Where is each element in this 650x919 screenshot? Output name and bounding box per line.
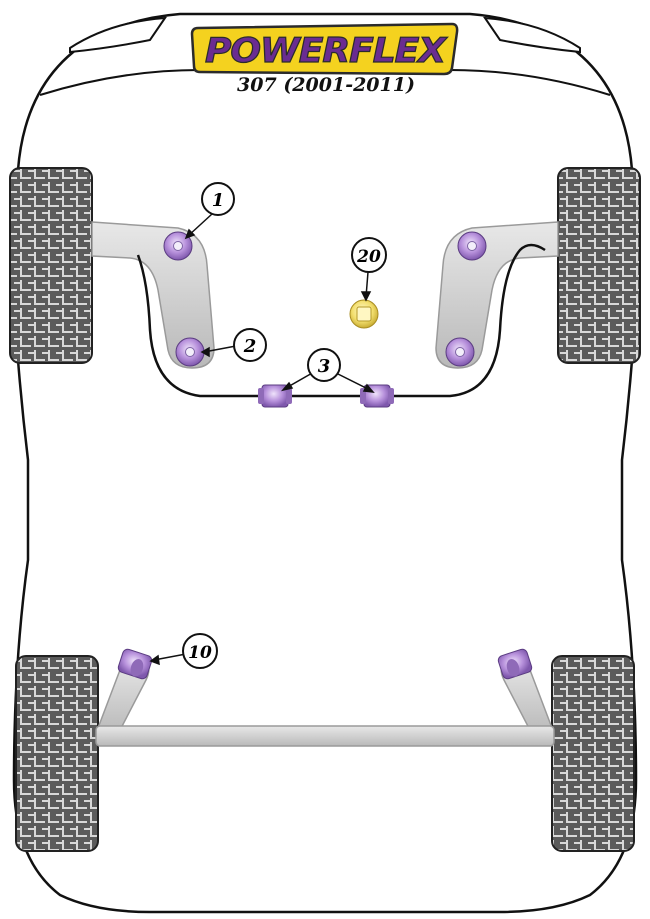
bush-10-right <box>497 648 533 680</box>
svg-text:1: 1 <box>212 190 225 211</box>
rear-axle-beam <box>95 725 555 747</box>
model-title: 307 (2001-2011) <box>237 74 415 96</box>
svg-text:2: 2 <box>243 336 257 357</box>
callout-1: 1 <box>201 182 235 216</box>
callout-10: 10 <box>182 633 218 669</box>
bush-10-left <box>117 648 153 680</box>
left-headlight <box>69 16 167 54</box>
callout-3: 3 <box>307 348 341 382</box>
front-right-tire <box>557 167 641 364</box>
right-headlight <box>483 16 581 54</box>
bush-20-engine-mount <box>349 299 379 329</box>
brand-name: POWERFLEX <box>205 31 448 71</box>
callout-20: 20 <box>351 237 387 273</box>
powerflex-logo: POWERFLEX <box>190 22 459 76</box>
front-left-tire <box>9 167 93 364</box>
svg-text:10: 10 <box>188 643 212 663</box>
svg-text:20: 20 <box>356 247 381 267</box>
rear-right-tire <box>551 655 635 852</box>
callout-leaders <box>149 213 375 666</box>
rear-left-tire <box>15 655 99 852</box>
svg-text:3: 3 <box>318 356 331 377</box>
callout-2: 2 <box>233 328 267 362</box>
bush-3-left <box>258 384 292 408</box>
front-anti-roll-bar <box>136 243 546 398</box>
car-body-outline <box>12 12 638 914</box>
